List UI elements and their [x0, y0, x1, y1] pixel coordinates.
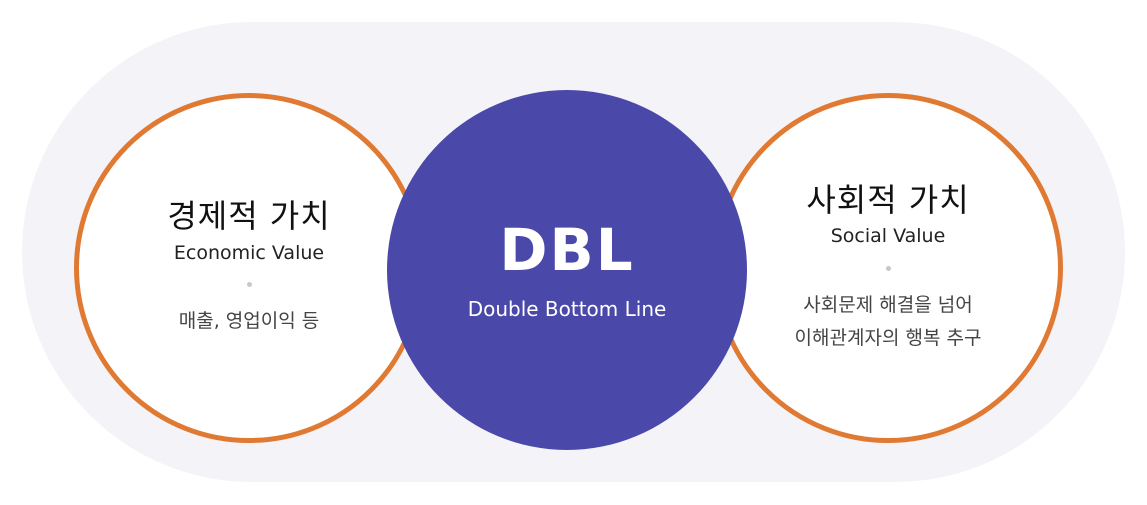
economic-value-title-ko: 경제적 가치	[167, 197, 331, 236]
dbl-center-circle: DBL Double Bottom Line	[387, 90, 747, 450]
social-value-title-en: Social Value	[830, 225, 946, 248]
social-value-description-line: 이해관계자의 행복 추구	[794, 327, 982, 350]
economic-value-title-en: Economic Value	[173, 241, 325, 264]
separator-dot	[246, 282, 252, 288]
social-value-description: 사회문제 해결을 넘어 이해관계자의 행복 추구	[795, 289, 982, 356]
social-value-circle: 사회적 가치 Social Value 사회문제 해결을 넘어 이해관계자의 행…	[713, 93, 1063, 443]
dbl-title: DBL	[499, 216, 635, 285]
social-value-description-line: 사회문제 해결을 넘어	[803, 293, 973, 316]
economic-value-description: 매출, 영업이익 등	[179, 305, 319, 338]
economic-value-circle: 경제적 가치 Economic Value 매출, 영업이익 등	[74, 93, 424, 443]
economic-value-description-line: 매출, 영업이익 등	[178, 310, 320, 333]
dbl-subtitle: Double Bottom Line	[467, 296, 667, 321]
separator-dot	[885, 265, 891, 271]
social-value-title-ko: 사회적 가치	[806, 180, 970, 219]
